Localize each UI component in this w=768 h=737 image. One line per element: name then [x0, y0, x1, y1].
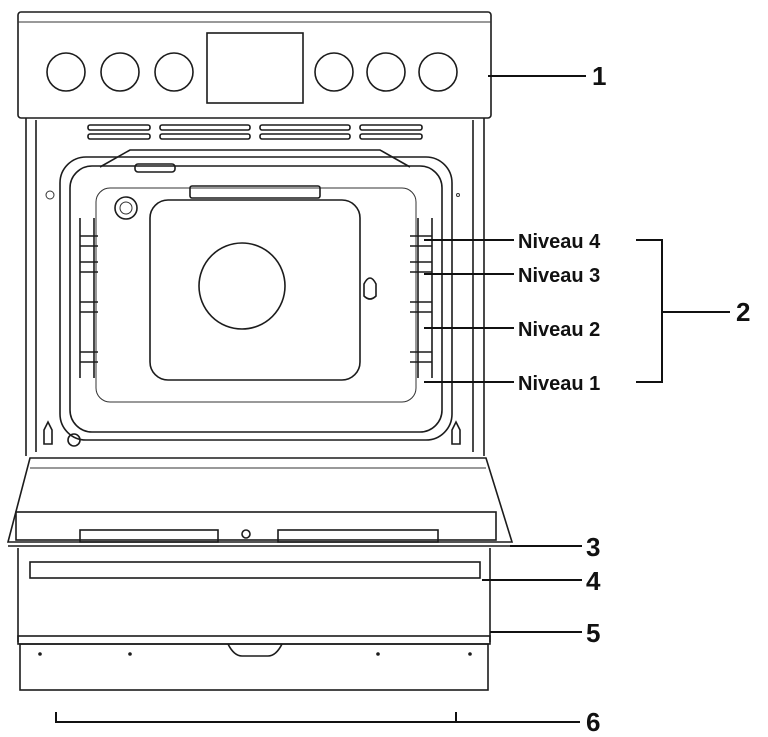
control-knob-3 — [154, 52, 194, 92]
callout-6: 6 — [586, 707, 600, 732]
callout-2: 2 — [736, 297, 750, 327]
callout-1: 1 — [592, 61, 606, 91]
labels: 1 2 3 4 5 6 Niveau 4 Niveau 3 Niveau 2 N… — [518, 61, 750, 737]
oven-body — [25, 118, 485, 456]
control-knob-2 — [100, 52, 140, 92]
control-knob-6 — [418, 52, 458, 92]
callout-4: 4 — [586, 566, 601, 596]
right-shelf-rails — [410, 218, 433, 378]
storage-drawer — [19, 643, 489, 691]
oven-cavity — [43, 149, 461, 447]
control-knob-1 — [46, 52, 86, 92]
display-panel — [206, 32, 304, 104]
control-panel — [17, 11, 492, 119]
level-label-1: Niveau 1 — [518, 373, 600, 395]
control-knob-4 — [314, 52, 354, 92]
leader-lines — [424, 75, 730, 723]
oven-door — [6, 457, 514, 547]
control-knob-5 — [366, 52, 406, 92]
fan-cover — [198, 242, 286, 330]
level-label-3: Niveau 3 — [518, 265, 600, 287]
callout-5: 5 — [586, 618, 600, 648]
grill-pan — [29, 561, 481, 579]
level-label-4: Niveau 4 — [518, 231, 601, 253]
vent-slots — [87, 124, 423, 140]
level-label-2: Niveau 2 — [518, 319, 600, 341]
oven-lamp — [114, 196, 138, 220]
lower-body — [17, 548, 491, 691]
left-shelf-rails — [79, 218, 98, 378]
callout-3: 3 — [586, 532, 600, 562]
back-wall — [149, 199, 361, 381]
feet-bracket — [55, 712, 457, 723]
